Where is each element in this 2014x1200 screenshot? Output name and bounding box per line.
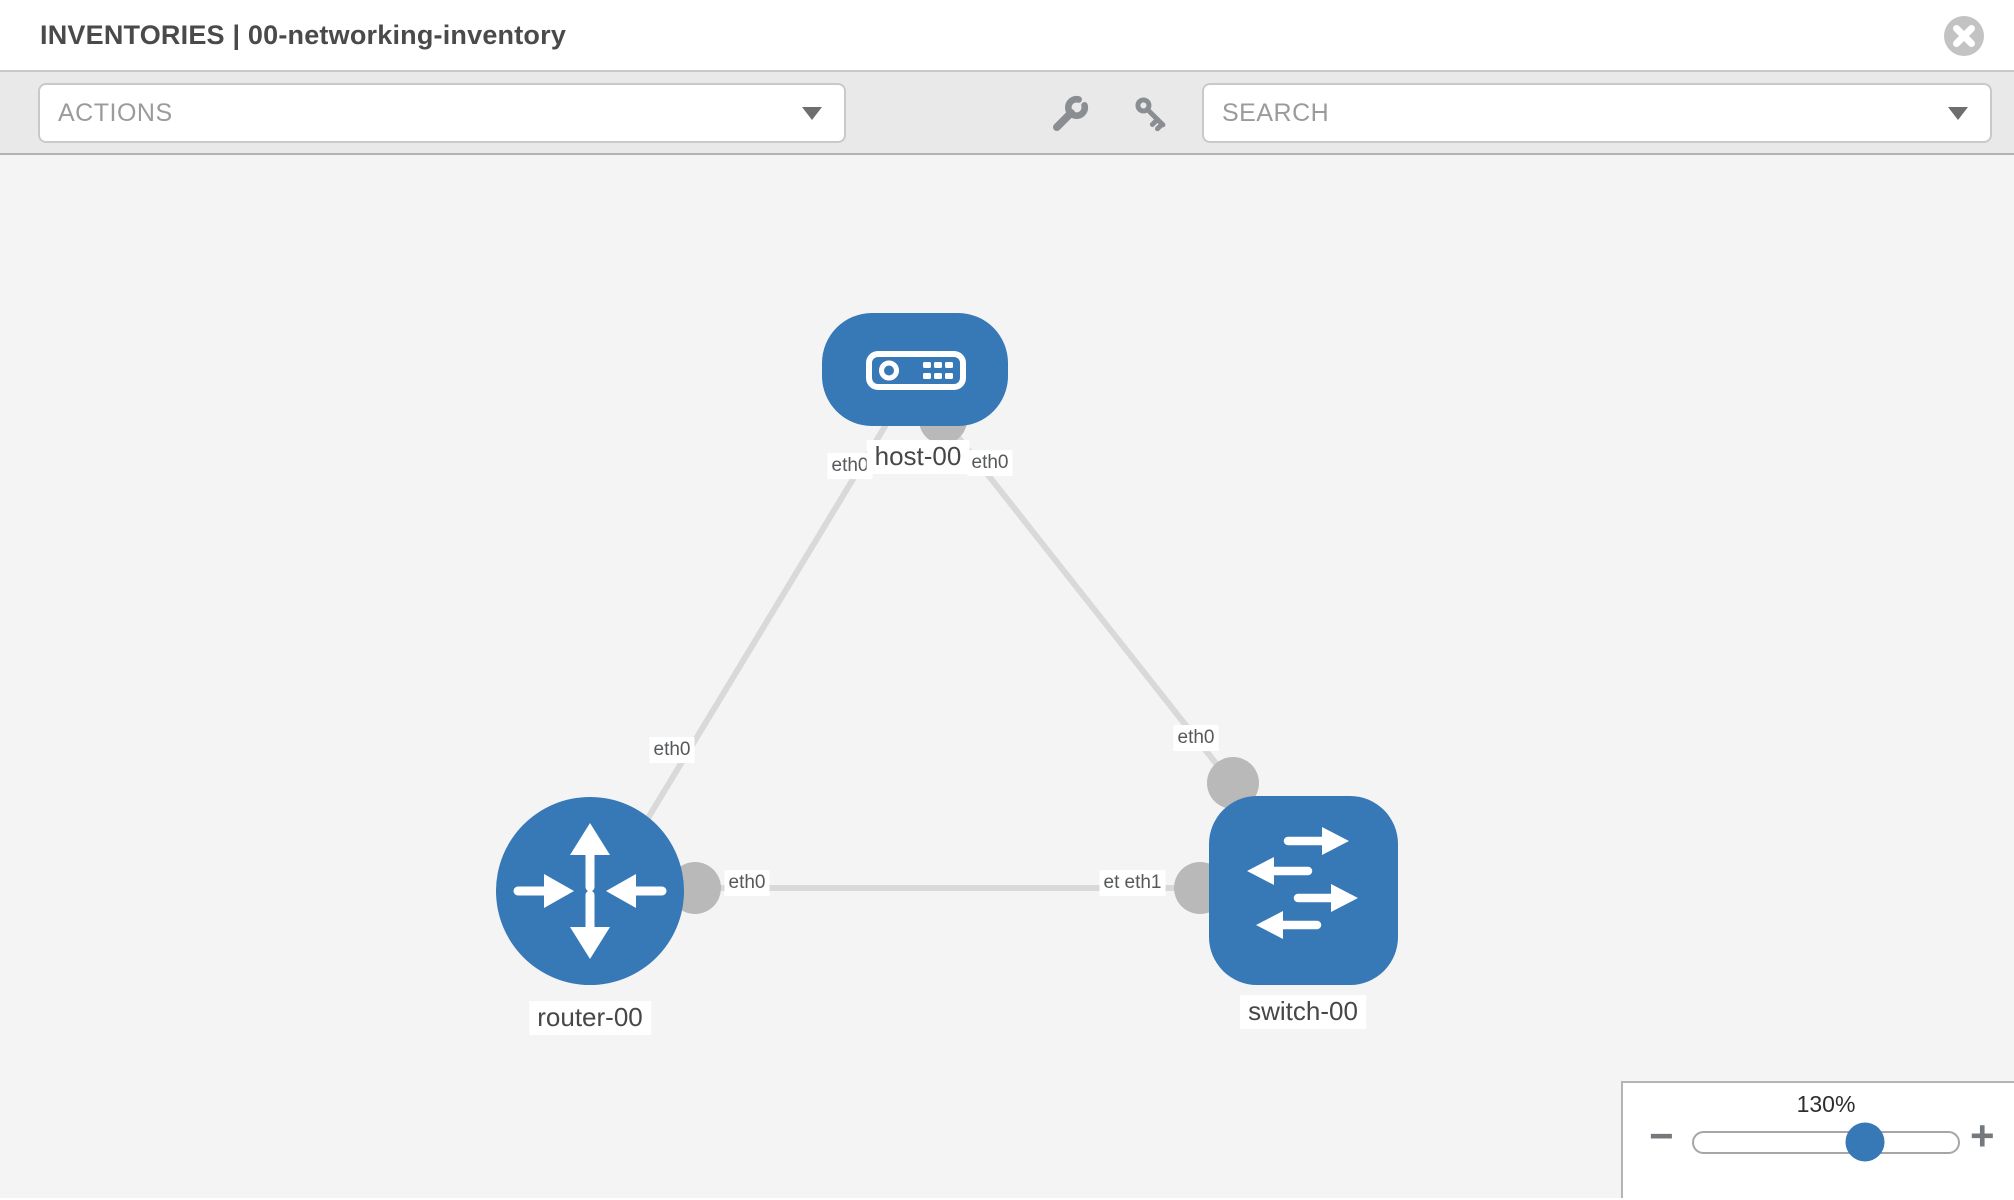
host-icon <box>866 351 966 390</box>
connector-dot <box>1207 757 1259 809</box>
key-icon[interactable] <box>1130 92 1174 136</box>
node-label-router: router-00 <box>529 1001 651 1035</box>
link-host-switch[interactable] <box>940 416 1236 787</box>
zoom-in-button[interactable]: + <box>1970 1112 1995 1159</box>
switch-icon <box>1247 827 1358 939</box>
page-title: INVENTORIES | 00-networking-inventory <box>40 20 567 50</box>
router-icon <box>513 823 667 959</box>
iface-label: eth0 <box>967 450 1013 476</box>
zoom-slider-thumb[interactable] <box>1845 1122 1885 1162</box>
wrench-icon[interactable] <box>1048 92 1092 136</box>
node-label-host: host-00 <box>866 440 970 474</box>
chevron-down-icon <box>802 106 822 120</box>
topology-graph <box>496 313 1398 985</box>
node-host-00[interactable] <box>822 313 1008 426</box>
search-dropdown-label: SEARCH <box>1222 98 1330 127</box>
iface-label: eth0 <box>724 870 770 896</box>
iface-label: eth0 <box>649 737 695 763</box>
close-icon[interactable] <box>1943 15 1985 57</box>
iface-label: eth1 <box>1120 870 1166 896</box>
node-router-00[interactable] <box>496 797 684 985</box>
node-switch-00[interactable] <box>1209 796 1398 985</box>
actions-dropdown-label: ACTIONS <box>58 98 173 127</box>
zoom-slider-track[interactable] <box>1692 1131 1960 1154</box>
zoom-control-panel: 130% − + <box>1621 1081 2014 1198</box>
node-label-switch: switch-00 <box>1240 995 1366 1029</box>
chevron-down-icon <box>1948 106 1968 120</box>
iface-label: eth0 <box>1173 725 1219 751</box>
zoom-level-value: 130% <box>1796 1091 1856 1117</box>
iface-label: eth0 <box>827 453 873 479</box>
zoom-out-button[interactable]: − <box>1649 1112 1674 1159</box>
topology-canvas[interactable]: eth0 host-00 eth0 eth0 eth0 eth0 eth0 et… <box>0 155 2014 1198</box>
search-dropdown[interactable]: SEARCH <box>1202 83 1992 143</box>
actions-dropdown[interactable]: ACTIONS <box>38 83 846 143</box>
page-header: INVENTORIES | 00-networking-inventory <box>0 0 2014 72</box>
toolbar: ACTIONS SEARCH <box>0 72 2014 155</box>
